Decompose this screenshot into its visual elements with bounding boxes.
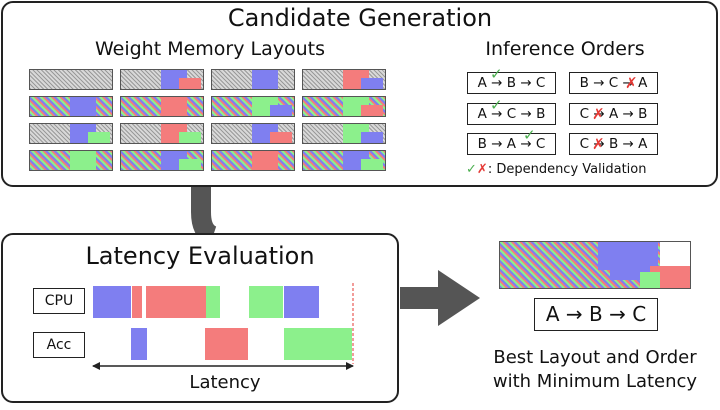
memory-layout-thumbnail <box>211 123 295 144</box>
latency-segment <box>131 328 147 360</box>
inference-order-5: B → A → C✓ <box>467 126 556 155</box>
cross-icon: ✗ <box>625 74 638 92</box>
dependency-validation-legend: ✓✗: Dependency Validation <box>466 162 686 177</box>
best-order: A → B → C <box>534 298 658 331</box>
memory-block <box>161 97 187 116</box>
best-caption-line1: Best Layout and Order <box>493 347 697 368</box>
memory-block <box>252 70 278 89</box>
latency-evaluation-panel <box>1 233 399 403</box>
axis-arrow-right <box>346 362 354 370</box>
latency-segment <box>205 328 248 360</box>
cross-icon: ✗ <box>592 105 605 123</box>
cross-icon: ✗ <box>476 162 488 177</box>
memory-block <box>179 159 201 170</box>
cpu-label: CPU <box>33 288 85 314</box>
memory-layout-thumbnail <box>29 123 113 144</box>
memory-layout-thumbnail <box>29 150 113 171</box>
memory-block <box>270 105 292 116</box>
memory-block <box>361 132 383 143</box>
latency-evaluation-title: Latency Evaluation <box>85 242 315 270</box>
cross-icon: ✗ <box>592 135 605 153</box>
latency-segment <box>284 286 319 318</box>
latency-segment <box>249 286 283 318</box>
latency-segment <box>284 328 352 360</box>
latency-segment <box>206 286 220 318</box>
order-text: B → C → A <box>579 75 648 91</box>
memory-block <box>179 132 201 143</box>
weight-memory-layouts-grid <box>29 69 389 173</box>
order-text: A → B → C <box>477 75 546 91</box>
candidate-generation-title: Candidate Generation <box>227 4 493 32</box>
memory-block <box>70 151 96 170</box>
memory-block <box>361 105 383 116</box>
memory-layout-thumbnail <box>120 69 204 90</box>
order-text: C → A → B <box>579 106 648 122</box>
check-icon: ✓ <box>466 162 477 177</box>
memory-layout-thumbnail <box>120 123 204 144</box>
memory-block <box>361 159 383 170</box>
acc-label: Acc <box>33 332 85 358</box>
inference-orders-title: Inference Orders <box>485 38 645 60</box>
memory-layout-thumbnail <box>211 69 295 90</box>
check-icon: ✓ <box>490 65 503 83</box>
order-text: A → C → B <box>477 106 546 122</box>
latency-segment <box>132 286 142 318</box>
axis-arrow-left <box>92 362 100 370</box>
best-layout-block <box>640 272 660 288</box>
memory-layout-thumbnail <box>302 69 386 90</box>
inference-order-3: A → C → B✓ <box>467 96 556 125</box>
memory-block <box>179 78 201 89</box>
check-icon: ✓ <box>523 126 536 144</box>
memory-block <box>70 97 96 116</box>
best-caption: Best Layout and Order with Minimum Laten… <box>470 346 720 394</box>
memory-layout-thumbnail <box>211 150 295 171</box>
best-layout <box>499 241 691 289</box>
check-icon: ✓ <box>490 96 503 114</box>
latency-segment <box>93 286 131 318</box>
order-text: C → B → A <box>579 136 648 152</box>
memory-layout-thumbnail <box>302 96 386 117</box>
best-layout-block <box>650 266 690 288</box>
memory-layout-thumbnail <box>120 150 204 171</box>
best-caption-line2: with Minimum Latency <box>492 371 698 392</box>
memory-layout-thumbnail <box>29 69 113 90</box>
order-text: B → A → C <box>477 136 546 152</box>
legend-text: : Dependency Validation <box>487 162 647 177</box>
inference-order-4: C → A → B✗ <box>569 103 658 125</box>
best-layout-block <box>660 242 690 266</box>
memory-block <box>252 151 278 170</box>
memory-layout-thumbnail <box>302 150 386 171</box>
inference-order-6: C → B → A✗ <box>569 133 658 155</box>
memory-block <box>361 78 383 89</box>
weight-memory-layouts-title: Weight Memory Layouts <box>94 38 326 60</box>
memory-layout-thumbnail <box>211 96 295 117</box>
latency-segment <box>146 286 206 318</box>
memory-layout-thumbnail <box>29 96 113 117</box>
memory-layout-thumbnail <box>302 123 386 144</box>
result-arrow <box>400 270 480 326</box>
memory-layout-thumbnail <box>120 96 204 117</box>
latency-label: Latency <box>189 372 261 393</box>
inference-order-2: B → C → A✗ <box>569 72 658 94</box>
memory-block <box>88 132 110 143</box>
inference-order-1: A → B → C✓ <box>467 65 556 94</box>
memory-block <box>270 132 292 143</box>
